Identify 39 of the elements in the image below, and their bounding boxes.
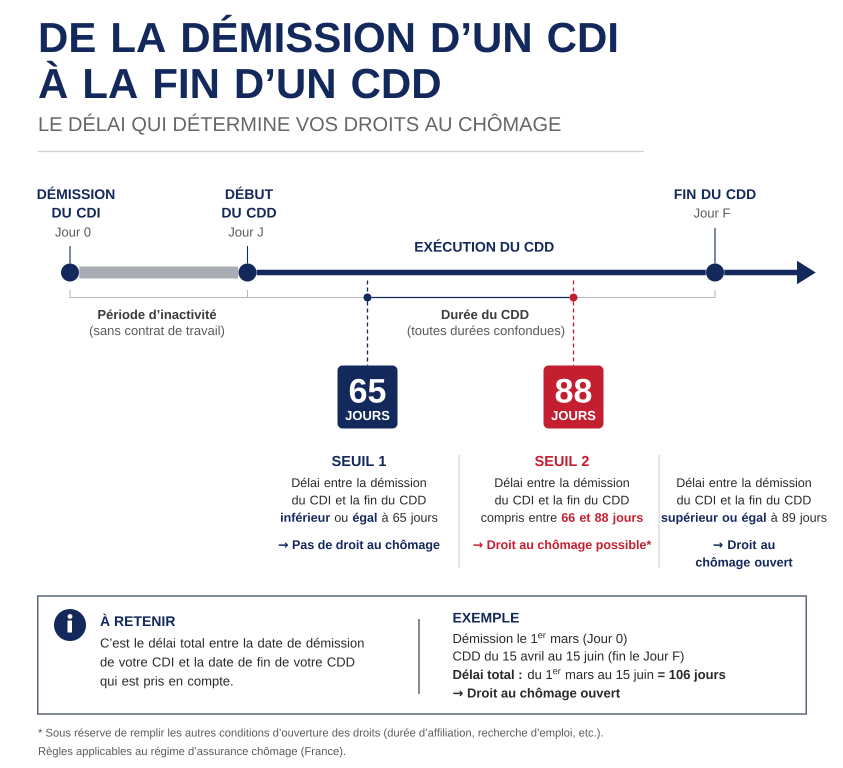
example-line: → Droit au chômage ouvert (453, 688, 620, 700)
milestone-label: FIN DU CDD (674, 189, 756, 200)
day-count-box: 88 JOURS (544, 366, 604, 428)
box-text: C’est le délai total entre la date de démission de votre CDI et la date de fin de votre CDD qui est pris en compte. (100, 638, 364, 688)
timeline-bar (256, 270, 706, 276)
edge-label: EXÉCUTION DU CDD (412, 237, 556, 254)
title: DE LA DÉMISSION D’UN CDI À LA FIN D’UN CDD (39, 14, 616, 98)
day-label: Jour J (228, 228, 263, 237)
result-text: → Droit au chômage possible* (473, 540, 652, 552)
result-text: → Pas de droit au chômage (278, 540, 440, 552)
day-label: Jour F (694, 208, 730, 218)
example-line: Délai total : du 1$^{er}$ mars au 15 juin = 106 jours (453, 669, 726, 682)
marker-dot (364, 294, 372, 302)
footnote: Règles applicables au régime d’assurance chômage (France). (38, 746, 346, 758)
condition-text: Délai entre la démission du CDI et la fin du CDD supérieur ou égal à 89 jours (661, 478, 827, 524)
bracket-label: Période d’inactivité (98, 309, 216, 320)
condition-text: Délai entre la démission du CDI et la fin du CDD inférieur ou égal à 65 jours (281, 478, 438, 524)
threshold-heading: SEUIL 1 (332, 456, 386, 466)
condition-text: Délai entre la démission du CDI et la fin du CDD compris entre 66 et 88 jours (481, 478, 643, 524)
footnote: * Sous réserve de remplir les autres conditions d’ouverture des droits (durée d’affiliation, recherche d’emploi, etc.). (38, 728, 603, 739)
timeline-bar (79, 266, 238, 278)
bracket-label: Durée du CDD (442, 309, 528, 320)
milestone-label: DÉMISSION DU CDI (38, 186, 114, 218)
milestone-label: DÉBUT DU CDD (222, 186, 276, 218)
range-line (372, 296, 570, 298)
subtitle: LE DÉLAI QUI DÉTERMINE VOS DROITS AU CHÔMAGE (40, 114, 561, 135)
day-label: Jour 0 (55, 227, 91, 237)
example-line: Démission le 1$^{er}$ mars (Jour 0) (454, 633, 627, 646)
dashed-connector (572, 280, 574, 366)
result-text: → Droit au chômage ouvert (696, 540, 792, 570)
marker-dot (570, 294, 578, 302)
dashed-connector (366, 280, 368, 366)
day-count-box: 65 JOURS (338, 366, 398, 428)
threshold-heading: SEUIL 2 (535, 456, 589, 466)
box-heading: À RETENIR (100, 614, 176, 626)
example-heading: EXEMPLE (453, 612, 519, 622)
example-line: CDD du 15 avril au 15 juin (fin le Jour F) (453, 651, 684, 664)
bracket-note: (toutes durées confondues) (408, 325, 564, 338)
bracket-note: (sans contrat de travail) (90, 326, 224, 338)
